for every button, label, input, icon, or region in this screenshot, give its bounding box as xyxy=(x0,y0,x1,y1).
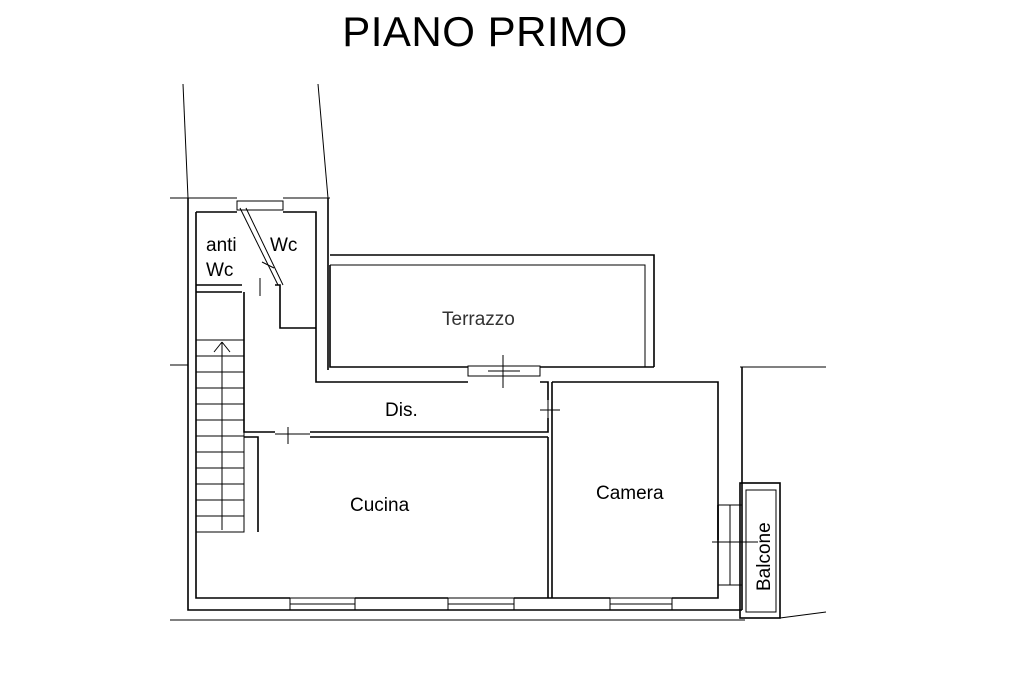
corridor-dis xyxy=(243,292,560,598)
plan-title: PIANO PRIMO xyxy=(342,8,628,55)
label-anti-wc-1: anti xyxy=(206,235,237,256)
wc-block xyxy=(196,198,329,370)
camera-window xyxy=(712,504,758,586)
context-lines xyxy=(170,83,827,621)
label-camera: Camera xyxy=(596,483,664,504)
label-balcone: Balcone xyxy=(754,522,775,591)
terrazzo-area xyxy=(329,254,655,388)
balcone xyxy=(739,482,781,619)
label-anti-wc-2: Wc xyxy=(206,260,233,281)
windows-bottom xyxy=(289,597,673,611)
label-terrazzo: Terrazzo xyxy=(442,309,515,330)
staircase xyxy=(195,339,245,533)
label-cucina: Cucina xyxy=(350,495,410,516)
label-wc: Wc xyxy=(270,235,297,256)
label-dis: Dis. xyxy=(385,400,418,421)
